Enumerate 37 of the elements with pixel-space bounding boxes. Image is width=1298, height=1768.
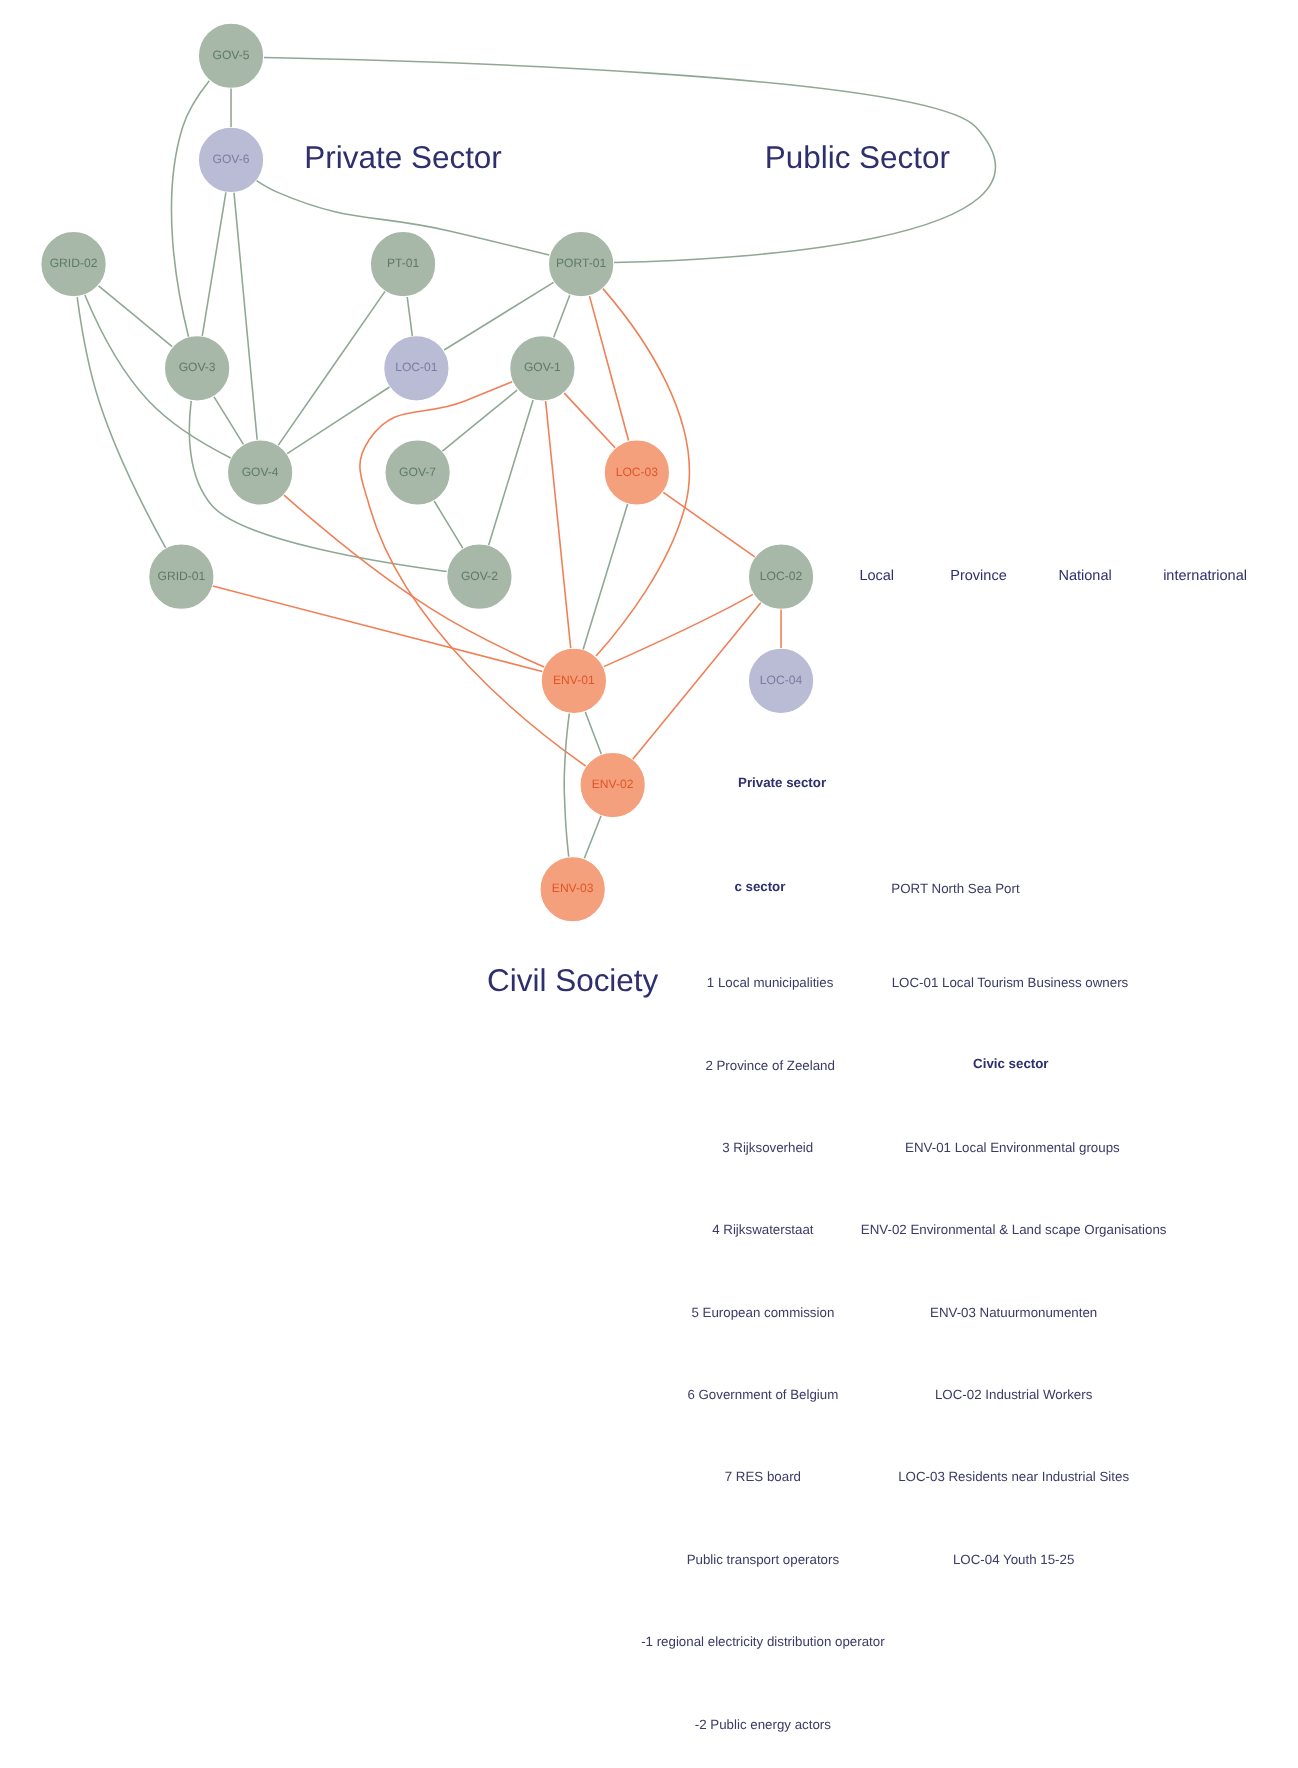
connector bbox=[443, 280, 555, 350]
connector bbox=[582, 502, 629, 650]
connector bbox=[583, 813, 602, 859]
connector bbox=[170, 78, 211, 337]
connector bbox=[263, 55, 995, 263]
connector bbox=[780, 607, 782, 648]
connector bbox=[233, 190, 258, 440]
connector bbox=[563, 391, 616, 448]
connector bbox=[552, 293, 571, 338]
connector bbox=[188, 399, 448, 572]
connector bbox=[595, 286, 690, 656]
connector bbox=[212, 584, 544, 672]
connector bbox=[588, 294, 630, 441]
connector bbox=[97, 284, 173, 347]
connector bbox=[84, 293, 232, 458]
connector bbox=[406, 295, 414, 336]
label: Private Sector bbox=[304, 140, 502, 175]
connector bbox=[563, 711, 571, 857]
connector bbox=[359, 380, 587, 766]
connector bbox=[441, 388, 518, 451]
connector bbox=[76, 295, 167, 548]
connector bbox=[632, 600, 762, 760]
label: Civil Society bbox=[486, 963, 659, 998]
connector bbox=[584, 710, 603, 754]
connector bbox=[544, 399, 572, 648]
connector bbox=[277, 289, 386, 445]
connector bbox=[286, 385, 391, 454]
connector bbox=[255, 178, 551, 255]
connector bbox=[487, 398, 534, 546]
connector bbox=[433, 499, 464, 548]
label: Public Sector bbox=[764, 140, 951, 175]
connector bbox=[201, 190, 227, 336]
connector bbox=[230, 86, 232, 127]
connector bbox=[603, 592, 754, 667]
connector bbox=[283, 493, 545, 667]
connector bbox=[662, 490, 756, 557]
connector bbox=[213, 395, 245, 445]
